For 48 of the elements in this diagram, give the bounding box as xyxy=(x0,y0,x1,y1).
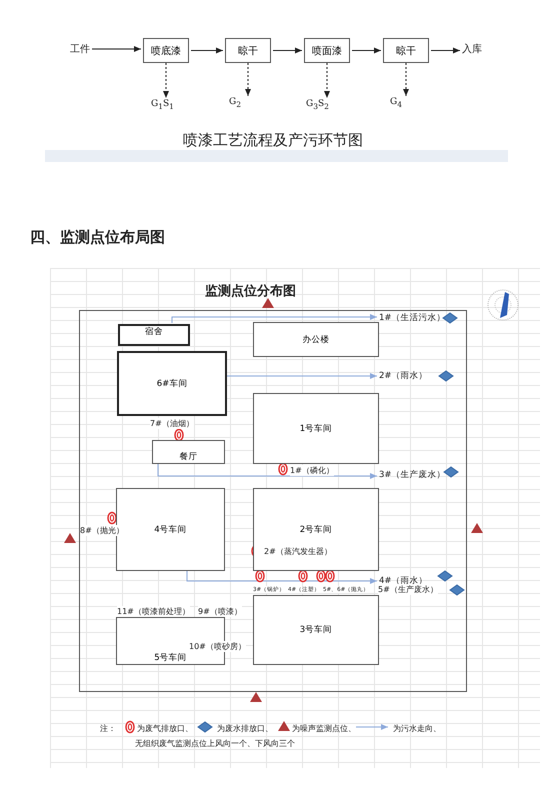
monitoring-point-label: 5#（生产废水） xyxy=(378,584,438,595)
arrow xyxy=(245,62,251,96)
note-text: 注： xyxy=(100,723,116,734)
building-box: 6#车间 xyxy=(117,351,227,416)
node-label: G$_{3}$S$_{2}$ xyxy=(306,99,329,111)
site-boundary xyxy=(79,310,467,692)
node-label: 工件 xyxy=(70,42,90,56)
caption: 喷漆工艺流程及产污环节图 xyxy=(183,131,363,150)
legend-text: 为噪声监测点位、 xyxy=(292,723,356,734)
arrow xyxy=(158,462,378,479)
process-box: 喷底漆 xyxy=(143,38,189,63)
building-box: 办公楼 xyxy=(253,322,379,357)
building-box: 宿舍 xyxy=(118,324,190,346)
process-box: 喷面漆 xyxy=(304,38,350,63)
arrow xyxy=(186,570,378,584)
building-box: 1号车间 xyxy=(253,393,379,464)
node-label: 1#（生活污水） xyxy=(379,312,446,324)
node-label: 入库 xyxy=(462,42,482,56)
heading: 监测点位分布图 xyxy=(205,283,296,300)
building-box: 3号车间 xyxy=(253,595,379,665)
monitoring-point-label: 10#（喷砂房） xyxy=(189,641,246,652)
arrow xyxy=(172,314,378,324)
arrow xyxy=(92,46,142,52)
note-text: 无组织废气监测点位上风向一个、下风向三个 xyxy=(135,738,295,749)
arrow xyxy=(430,48,460,54)
heading: 四、监测点位布局图 xyxy=(30,228,165,247)
arrow xyxy=(403,62,409,96)
monitoring-point-label: 9#（喷漆） xyxy=(198,606,242,617)
node-label: G$_{2}$ xyxy=(229,97,241,109)
arrow xyxy=(272,48,302,54)
legend-text: 为污水走向、 xyxy=(393,723,441,734)
monitoring-point-label: 11#（喷漆前处理） xyxy=(117,606,190,617)
arrow xyxy=(324,62,330,98)
node-label: 2#（雨水） xyxy=(379,370,428,382)
arrow xyxy=(163,62,169,98)
process-box: 晾干 xyxy=(383,38,429,63)
arrow xyxy=(352,48,382,54)
node-label: 3#（生产废水） xyxy=(379,469,446,481)
building-box: 餐厅 xyxy=(152,440,225,464)
arrow xyxy=(226,373,378,379)
process-box: 晾干 xyxy=(225,38,271,63)
node-label: G$_{1}$S$_{1}$ xyxy=(151,99,174,111)
monitoring-point-label: 7#（油烟） xyxy=(150,418,194,429)
legend-text: 为废水排放口、 xyxy=(217,723,273,734)
legend-text: 为废气排放口、 xyxy=(137,723,193,734)
node-label: G$_{4}$ xyxy=(390,97,402,109)
monitoring-point-label: 1#（磷化） xyxy=(290,465,334,476)
arrow xyxy=(190,48,224,54)
